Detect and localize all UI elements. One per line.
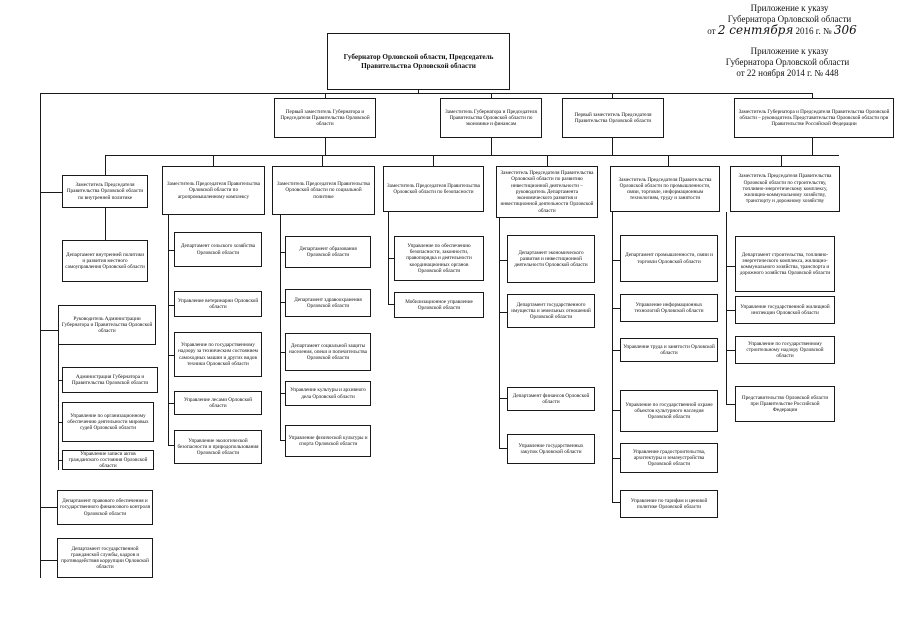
header-line-3: от 2 сентября 2016 г. № 306 bbox=[682, 23, 882, 37]
col5-state-property: Департамент государственного имущества и… bbox=[507, 294, 595, 328]
col3-culture-archives: Управление культуры и архивного дела Орл… bbox=[285, 381, 371, 406]
col3-head: Заместитель Председателя Правительства О… bbox=[272, 166, 375, 215]
col2-veterinary: Управление ветеринарии Орловской области bbox=[174, 291, 262, 317]
col6-head: Заместитель Председателя Правительства О… bbox=[610, 166, 720, 212]
col3-sports: Управление физической культуры и спорта … bbox=[285, 425, 371, 457]
col6-industry-trade: Департамент промышленности, связи и торг… bbox=[620, 235, 718, 282]
col4-head: Заместитель Председателя Правительства О… bbox=[383, 166, 484, 212]
col7-head: Заместитель Председателя Правительства О… bbox=[730, 166, 840, 212]
col6-cultural-heritage: Управление по государственной охране объ… bbox=[620, 390, 718, 432]
col4-security-dept: Управление по обеспечению безопасности, … bbox=[394, 236, 484, 281]
deputy-economy-finance: Заместитель Губернатора и Председателя П… bbox=[440, 98, 542, 138]
col6-labor-employment: Управление труда и занятости Орловской о… bbox=[620, 338, 718, 362]
col1-legal-dept: Департамент правового обеспечения и госу… bbox=[57, 490, 153, 525]
col6-urban-planning: Управление градостроительства, архитекту… bbox=[620, 443, 718, 473]
header-line-5: Губернатора Орловской области bbox=[725, 57, 850, 67]
col2-head: Заместитель Председателя Правительства О… bbox=[162, 166, 265, 215]
header-line-4: Приложение к указу bbox=[750, 46, 829, 56]
col7-housing-inspection: Управление государственной жилищной инсп… bbox=[735, 296, 835, 324]
col2-ecology: Управление экологической безопасности и … bbox=[174, 430, 262, 464]
col3-healthcare: Департамент здравоохранения Орловской об… bbox=[285, 289, 371, 317]
col7-construction-oversight: Управление по государственному строитель… bbox=[735, 336, 835, 364]
col5-finance: Департамент финансов Орловской области bbox=[507, 387, 595, 411]
deputy-first-governor: Первый заместитель Губернатора и Председ… bbox=[274, 98, 376, 138]
col6-it: Управление информационных технологий Орл… bbox=[620, 294, 718, 322]
deputy-representation: Заместитель Губернатора и Председателя П… bbox=[734, 98, 894, 138]
governor-box: Губернатор Орловской области, Председате… bbox=[327, 33, 510, 90]
deputy-first-chairman: Первый заместитель Председателя Правител… bbox=[562, 98, 664, 138]
col1-administration: Администрация Губернатора и Правительств… bbox=[62, 367, 158, 393]
col2-forestry: Управление лесами Орловской области bbox=[174, 391, 262, 415]
col1-admin-head: Руководитель Администрации Губернатора и… bbox=[58, 305, 156, 345]
col1-dept-internal-policy: Департамент внутренней политики и развит… bbox=[62, 240, 148, 282]
col7-construction-dept: Департамент строительства, топливно-энер… bbox=[735, 236, 835, 292]
header-line-3-year: 2016 г. № bbox=[795, 26, 832, 36]
header-signed-date: 2 сентября bbox=[717, 23, 794, 37]
header-signed-number: 306 bbox=[833, 23, 857, 37]
col1-magistrates-support: Управление по организационному обеспечен… bbox=[62, 402, 154, 442]
header-line-3-prefix: от bbox=[707, 26, 716, 36]
col5-procurement: Управление государственных закупок Орлов… bbox=[507, 434, 595, 464]
header-line-1: Приложение к указу bbox=[750, 3, 829, 13]
col2-agriculture: Департамент сельского хозяйства Орловско… bbox=[174, 232, 262, 267]
col1-civil-service-dept: Департамент государственной гражданской … bbox=[57, 538, 153, 578]
col1-civil-registry: Управление записи актов гражданского сос… bbox=[62, 450, 154, 470]
col5-economic-development: Департамент экономического развития и ин… bbox=[507, 235, 595, 283]
col2-machinery-oversight: Управление по государственному надзору з… bbox=[174, 332, 262, 377]
col7-representation: Представительство Орловской области при … bbox=[735, 386, 835, 422]
col5-head: Заместитель Председателя Правительства О… bbox=[496, 166, 598, 218]
header-line-6: от 22 ноября 2014 г. № 448 bbox=[736, 68, 839, 78]
header-line-2: Губернатора Орловской области bbox=[727, 14, 852, 24]
col3-education: Департамент образования Орловской област… bbox=[285, 236, 371, 268]
col6-tariffs: Управление по тарифам и ценовой политике… bbox=[620, 490, 718, 518]
col3-social-protection: Департамент социальной защиты населения,… bbox=[285, 333, 371, 371]
col1-head: Заместитель Председателя Правительства О… bbox=[62, 175, 148, 208]
col4-mobilization: Мобилизационное управление Орловской обл… bbox=[394, 292, 484, 318]
